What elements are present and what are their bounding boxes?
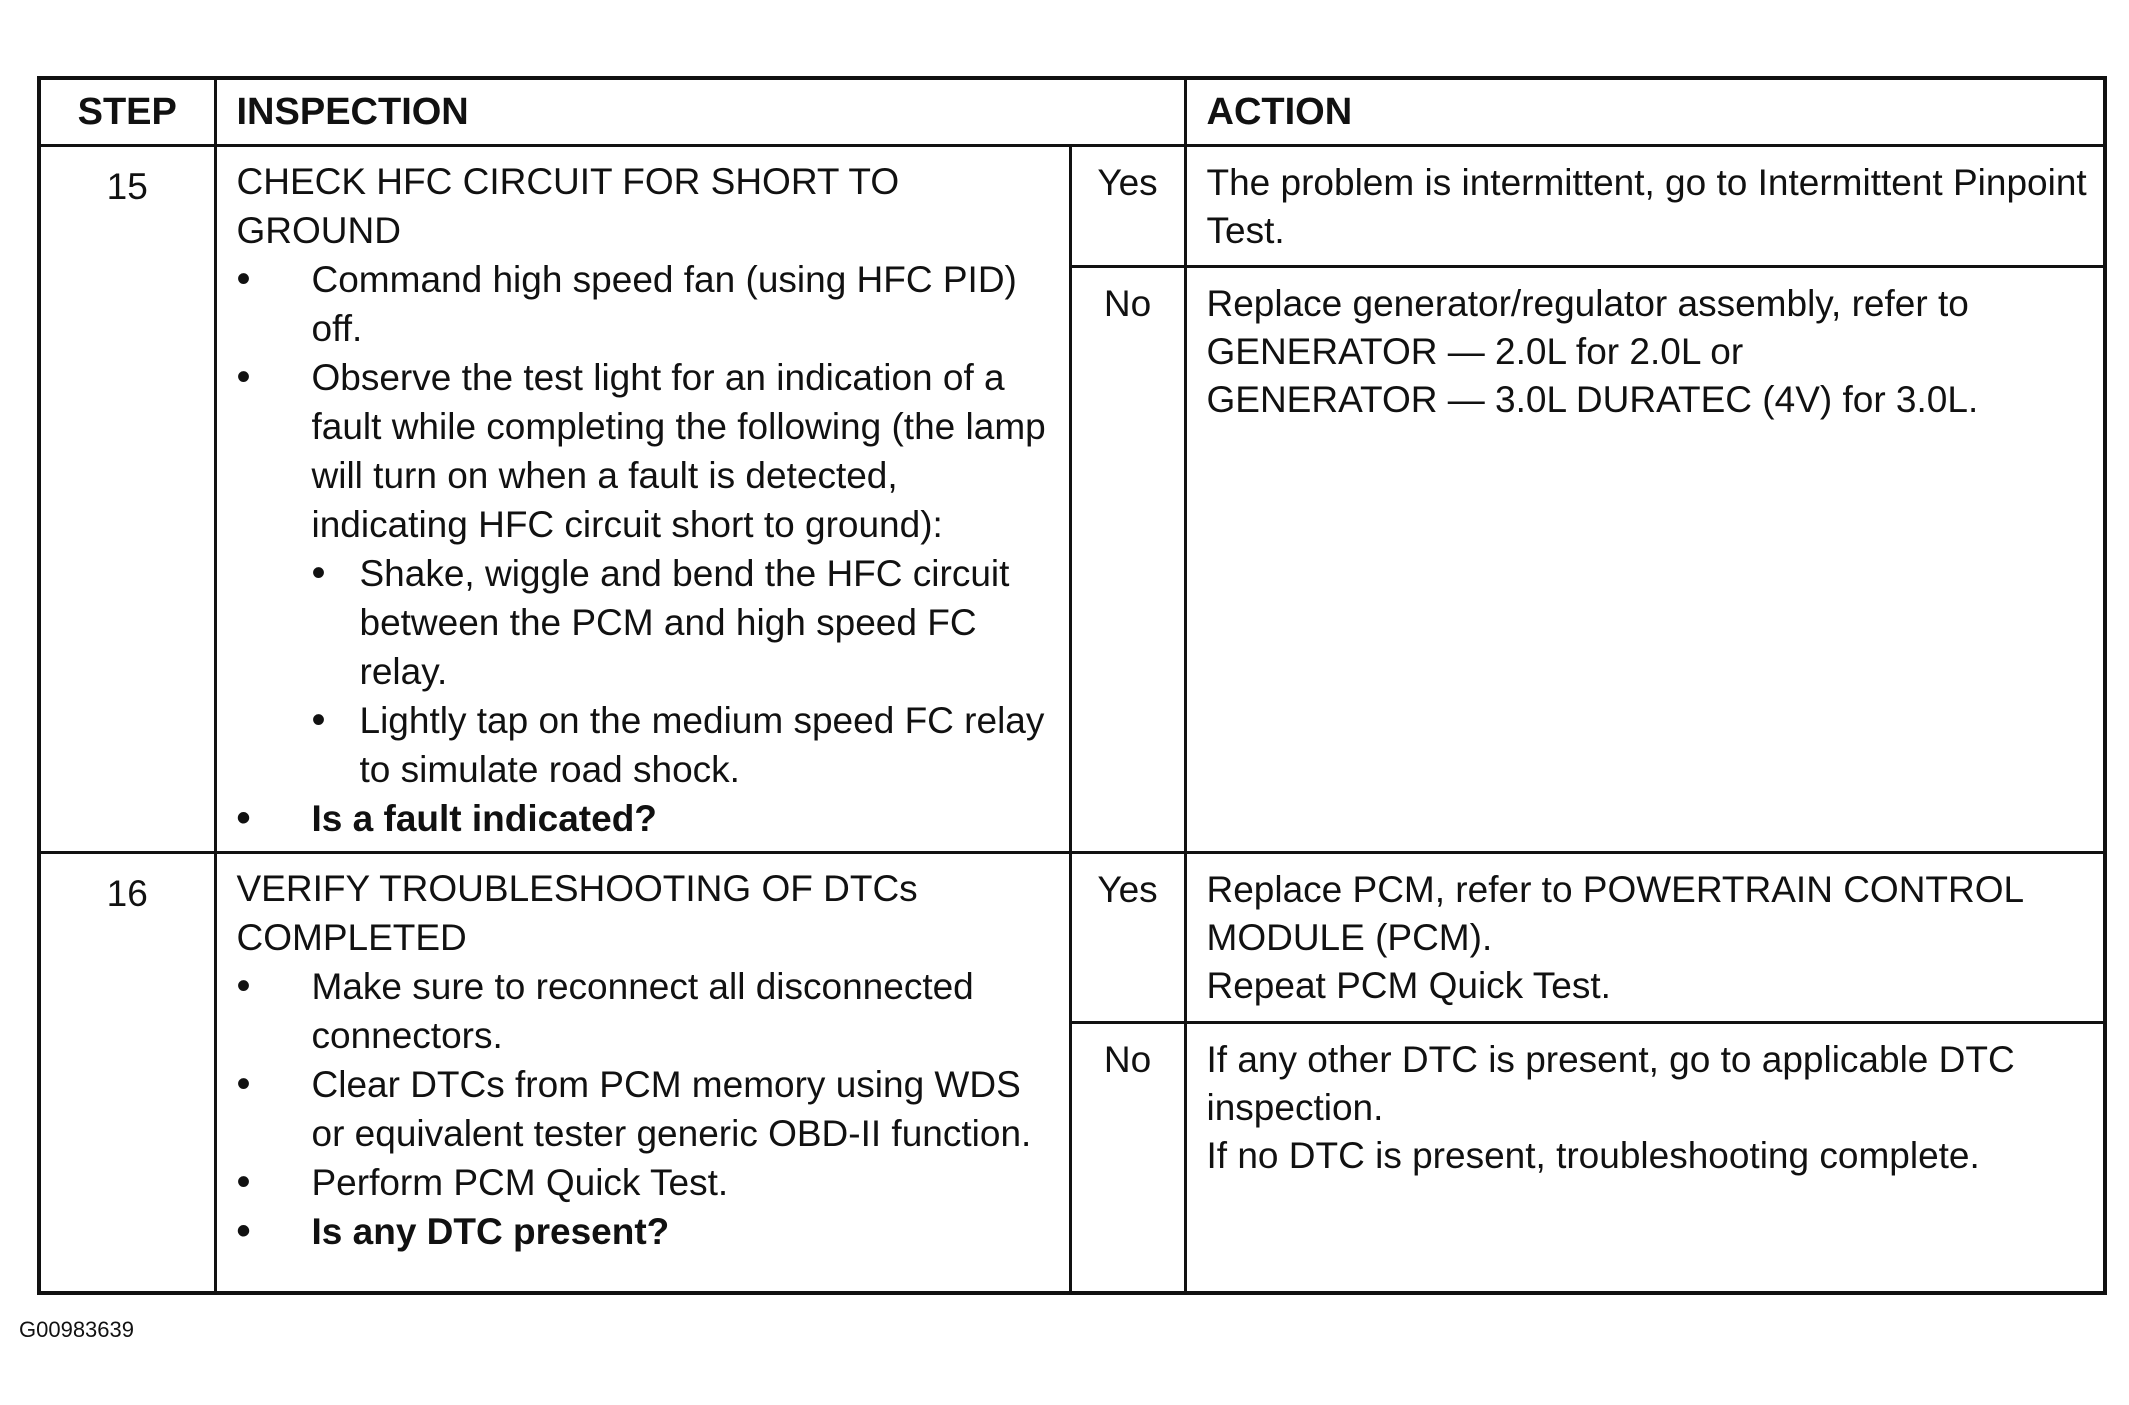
table-row: 15 CHECK HFC CIRCUIT FOR SHORT TO GROUND… bbox=[37, 144, 2107, 854]
inspection-bullets: Command high speed fan (using HFC PID) o… bbox=[237, 255, 1055, 843]
diagnostic-table: STEP INSPECTION ACTION 15 CHECK HFC CIRC… bbox=[37, 76, 2107, 1295]
no-label: No bbox=[1068, 265, 1187, 854]
list-item: Make sure to reconnect all disconnected … bbox=[237, 962, 1055, 1060]
inspection-title: VERIFY TROUBLESHOOTING OF DTCs COMPLETED bbox=[236, 868, 918, 958]
inspection-question: Is any DTC present? bbox=[237, 1207, 1055, 1256]
action-header: ACTION bbox=[1183, 76, 2107, 147]
step-number: 15 bbox=[37, 144, 217, 854]
inspection-bullets: Make sure to reconnect all disconnected … bbox=[237, 962, 1055, 1256]
step-number: 16 bbox=[37, 851, 217, 1294]
step-header: STEP bbox=[37, 76, 217, 147]
no-label: No bbox=[1068, 1021, 1187, 1294]
list-item: Clear DTCs from PCM memory using WDS or … bbox=[237, 1060, 1055, 1158]
inspection-question: Is a fault indicated? bbox=[237, 794, 1055, 843]
yes-action: Replace PCM, refer to POWERTRAIN CONTROL… bbox=[1183, 851, 2107, 1024]
table-row: No Replace generator/regulator assembly,… bbox=[39, 265, 2107, 854]
no-action: Replace generator/regulator assembly, re… bbox=[1183, 265, 2107, 854]
yes-action: The problem is intermittent, go to Inter… bbox=[1183, 144, 2107, 268]
list-item: Observe the test light for an indication… bbox=[237, 353, 1055, 794]
table-row: 16 VERIFY TROUBLESHOOTING OF DTCs COMPLE… bbox=[37, 851, 2107, 1294]
no-action: If any other DTC is present, go to appli… bbox=[1183, 1021, 2107, 1294]
list-item: Lightly tap on the medium speed FC relay… bbox=[312, 696, 1055, 794]
figure-code: G00983639 bbox=[19, 1317, 134, 1342]
yes-label: Yes bbox=[1068, 851, 1187, 1024]
inspection-header: INSPECTION bbox=[213, 76, 1187, 147]
header-row: STEP INSPECTION ACTION bbox=[37, 76, 2107, 147]
list-item: Perform PCM Quick Test. bbox=[237, 1158, 1055, 1207]
list-item: Shake, wiggle and bend the HFC circuit b… bbox=[312, 549, 1055, 696]
inspection-cell: CHECK HFC CIRCUIT FOR SHORT TO GROUND Co… bbox=[213, 144, 1072, 854]
yes-label: Yes bbox=[1068, 144, 1187, 268]
list-item: Command high speed fan (using HFC PID) o… bbox=[237, 255, 1055, 353]
table-row: No If any other DTC is present, go to ap… bbox=[39, 1021, 2107, 1294]
sub-bullets: Shake, wiggle and bend the HFC circuit b… bbox=[312, 549, 1055, 794]
inspection-title: CHECK HFC CIRCUIT FOR SHORT TO GROUND bbox=[236, 161, 900, 251]
inspection-cell: VERIFY TROUBLESHOOTING OF DTCs COMPLETED… bbox=[213, 851, 1072, 1294]
